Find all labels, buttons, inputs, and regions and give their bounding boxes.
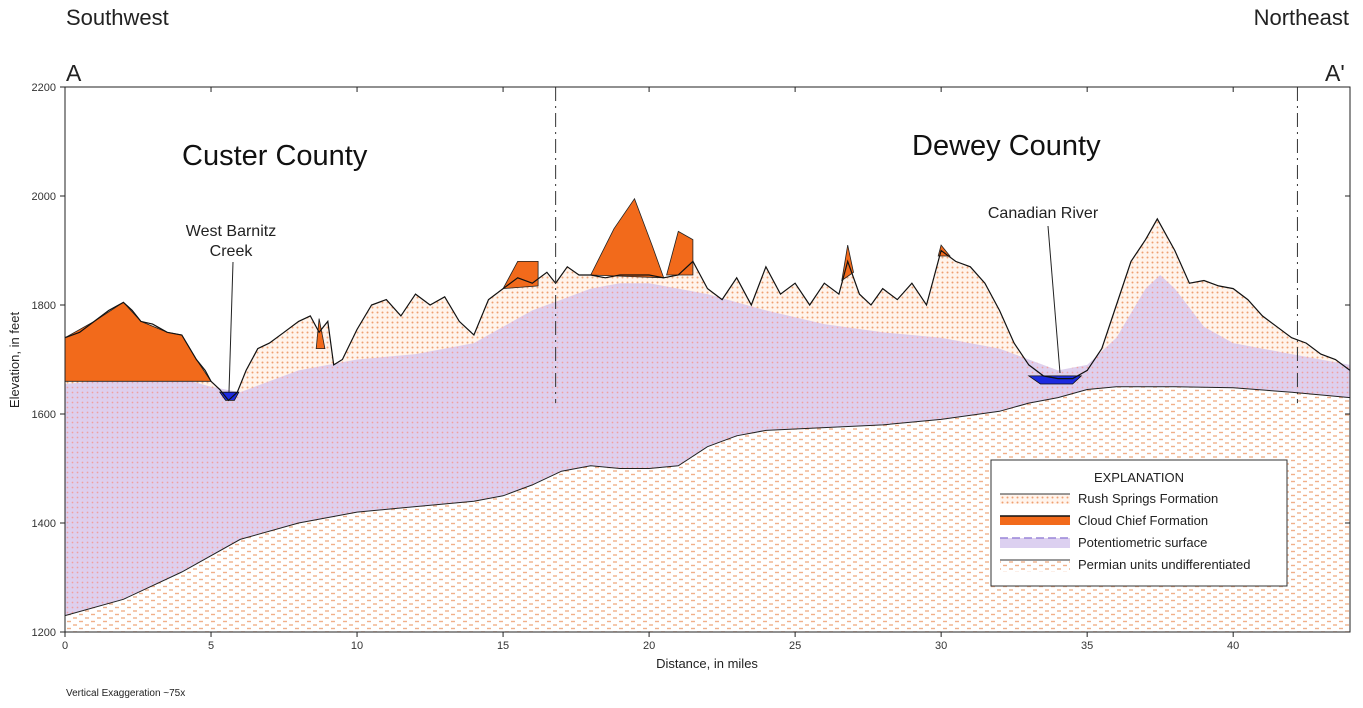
- y-tick-label: 2000: [32, 191, 56, 203]
- legend-swatch-rush-springs: [1000, 494, 1070, 504]
- water-bodies: [219, 375, 1083, 401]
- plot-frame: [64, 86, 1351, 633]
- river-leader-line: [1047, 225, 1061, 374]
- x-tick-label: 20: [643, 640, 655, 652]
- orientation-northeast: Northeast: [1253, 5, 1349, 30]
- section-start-label: A: [66, 60, 82, 86]
- cloud-chief-outcrop-4: [590, 197, 665, 279]
- water-body-2: [1027, 375, 1083, 385]
- legend-label-cloud-chief: Cloud Chief Formation: [1078, 513, 1208, 528]
- county-boundaries: [555, 87, 1298, 404]
- x-tick-label: 15: [497, 640, 509, 652]
- land-surface-line: [64, 217, 1351, 402]
- legend-title: EXPLANATION: [1094, 470, 1184, 485]
- x-tick-label: 0: [62, 640, 68, 652]
- x-axis-ticks: 0 5 10 15 20 25 30 35 40: [62, 87, 1239, 652]
- legend-label-rush-springs: Rush Springs Formation: [1078, 491, 1218, 506]
- vertical-exaggeration-note: Vertical Exaggeration ~75x: [66, 688, 186, 699]
- x-axis-title: Distance, in miles: [656, 656, 758, 671]
- cloud-chief-outcrop-1: [64, 301, 212, 382]
- y-tick-label: 1400: [32, 518, 56, 530]
- legend-label-potentiometric: Potentiometric surface: [1078, 535, 1207, 550]
- y-tick-label: 1800: [32, 300, 56, 312]
- y-tick-label: 1600: [32, 409, 56, 421]
- county-label-custer: Custer County: [182, 140, 368, 172]
- creek-leader-line: [228, 261, 234, 393]
- x-tick-label: 10: [351, 640, 363, 652]
- water-body-1: [219, 391, 240, 401]
- cloud-chief-areas: [64, 197, 951, 382]
- x-tick-label: 30: [935, 640, 947, 652]
- legend-item-potentiometric: Potentiometric surface: [1000, 535, 1207, 550]
- permian-top-line: [64, 386, 1351, 617]
- legend-swatch-permian: [1000, 560, 1070, 572]
- creek-label-line2: Creek: [210, 243, 254, 260]
- legend-swatch-cloud-chief: [1000, 516, 1070, 525]
- cloud-chief-outcrop-5: [666, 230, 694, 276]
- x-tick-label: 35: [1081, 640, 1093, 652]
- section-end-label: A': [1325, 60, 1345, 86]
- y-tick-label: 1200: [32, 627, 56, 639]
- cloud-chief-outcrop-7: [937, 244, 951, 257]
- legend-label-permian: Permian units undifferentiated: [1078, 557, 1250, 572]
- legend-item-cloud-chief: Cloud Chief Formation: [1000, 513, 1208, 528]
- legend-item-rush-springs: Rush Springs Formation: [1000, 491, 1218, 506]
- legend: EXPLANATION Rush Springs Formation Cloud…: [990, 459, 1288, 587]
- y-axis-ticks: 1200 1400 1600 1800 2000 2200: [32, 82, 1350, 639]
- y-axis-title: Elevation, in feet: [7, 312, 22, 409]
- y-tick-label: 2200: [32, 82, 56, 94]
- legend-swatch-potentiometric: [1000, 538, 1070, 548]
- county-label-dewey: Dewey County: [912, 130, 1101, 162]
- river-label: Canadian River: [988, 205, 1099, 222]
- x-tick-label: 25: [789, 640, 801, 652]
- x-tick-label: 5: [208, 640, 214, 652]
- orientation-southwest: Southwest: [66, 5, 169, 30]
- x-tick-label: 40: [1227, 640, 1239, 652]
- legend-item-permian: Permian units undifferentiated: [1000, 557, 1250, 572]
- cloud-chief-outcrop-2: [315, 318, 326, 349]
- creek-label-line1: West Barnitz: [186, 223, 276, 240]
